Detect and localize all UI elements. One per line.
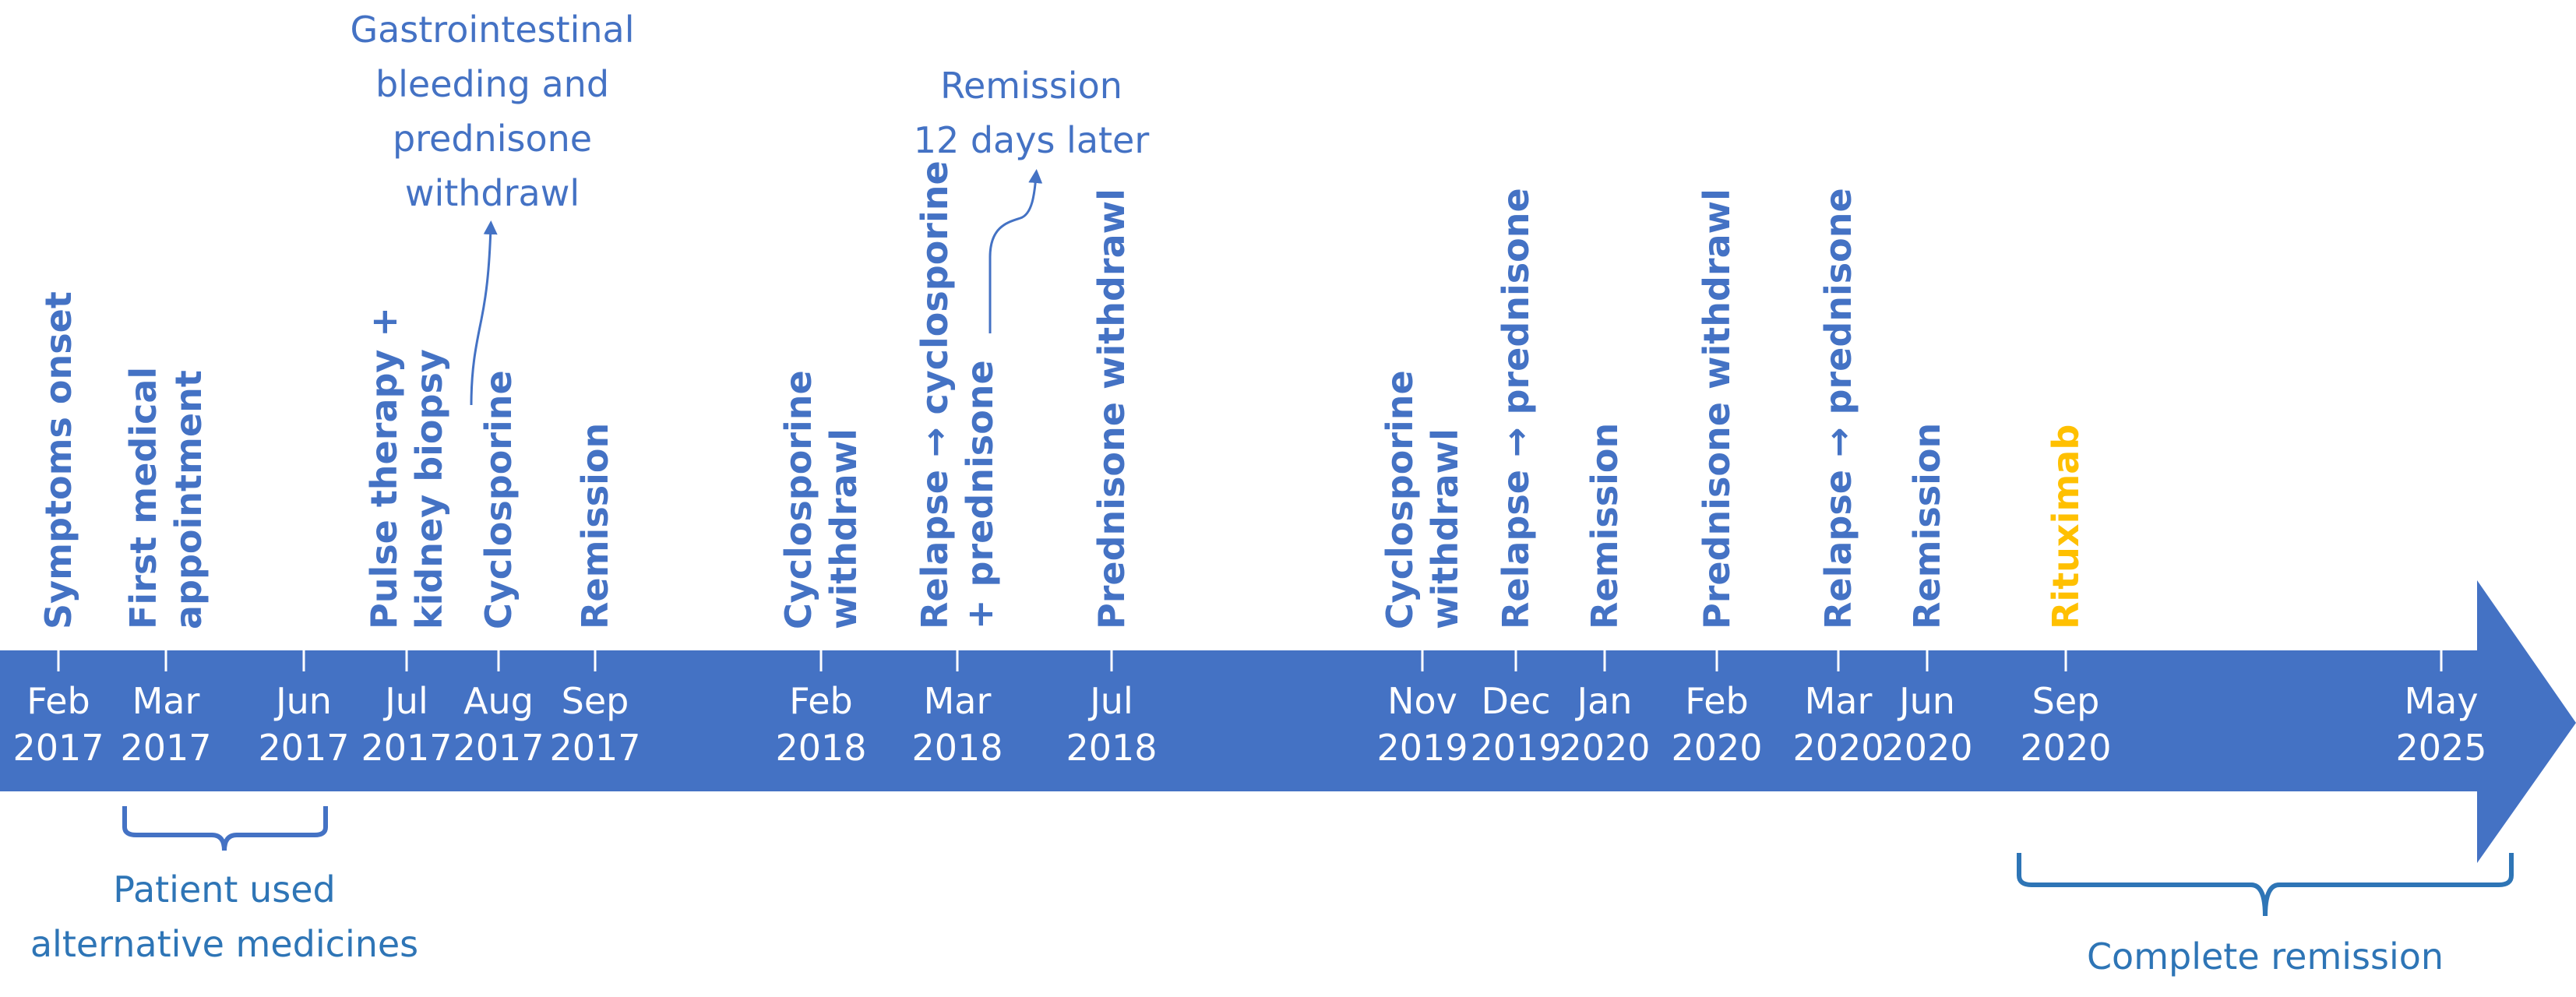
svg-text:+ prednisone: + prednisone [959,360,1001,629]
svg-text:appointment: appointment [167,370,210,629]
event-label: Cyclosporine [477,370,520,629]
svg-text:First medical: First medical [122,367,164,629]
annotation-remission-later: Remission 12 days later [914,65,1150,333]
svg-text:Relapse → prednisone: Relapse → prednisone [1495,188,1537,629]
svg-text:alternative medicines: alternative medicines [30,923,418,965]
event-label: Relapse → prednisone [1817,188,1859,629]
svg-text:withdrawl: withdrawl [823,428,865,629]
pointer-arrow [988,169,1043,333]
svg-text:Prednisone withdrawl: Prednisone withdrawl [1091,188,1133,629]
event-label: Pulse therapy +kidney biopsy [363,307,450,629]
svg-text:Relapse → prednisone: Relapse → prednisone [1817,188,1859,629]
svg-text:withdrawl: withdrawl [1424,428,1466,629]
svg-text:Relapse → cyclosporine: Relapse → cyclosporine [914,160,956,629]
svg-text:Cyclosporine: Cyclosporine [1379,370,1421,629]
svg-text:Remission: Remission [1584,423,1626,629]
event-label: Rituximab [2045,425,2087,629]
svg-text:Patient used: Patient used [113,868,335,911]
event-label: Symptoms onset [37,291,79,629]
svg-text:bleeding and: bleeding and [375,63,609,105]
svg-text:12 days later: 12 days later [914,119,1150,161]
bracket-alternative-medicines: Patient used alternative medicines [30,806,418,965]
pointer-arrow [470,220,498,406]
event-label: Prednisone withdrawl [1091,188,1133,629]
svg-text:Prednisone withdrawl: Prednisone withdrawl [1696,188,1738,629]
svg-text:Cyclosporine: Cyclosporine [477,370,520,629]
timeline-arrow [0,580,2576,863]
svg-text:Cyclosporine: Cyclosporine [777,370,819,629]
event-label: Relapse → prednisone [1495,188,1537,629]
svg-text:Remission: Remission [940,65,1122,107]
svg-text:Rituximab: Rituximab [2045,425,2087,629]
svg-text:Gastrointestinal: Gastrointestinal [350,9,634,51]
bracket-complete-remission: Complete remission [2017,853,2514,978]
svg-text:withdrawl: withdrawl [405,172,580,214]
event-label: Remission [1584,423,1626,629]
svg-text:Pulse therapy +: Pulse therapy + [363,307,405,629]
svg-text:Remission: Remission [574,423,616,629]
svg-text:Remission: Remission [1906,423,1948,629]
svg-text:Complete remission: Complete remission [2087,935,2444,978]
event-label: Remission [574,423,616,629]
svg-text:Symptoms onset: Symptoms onset [37,291,79,629]
event-label: Remission [1906,423,1948,629]
annotation-gi-bleeding: Gastrointestinal bleeding and prednisone wi… [350,9,635,406]
event-label: Prednisone withdrawl [1696,188,1738,629]
svg-text:prednisone: prednisone [393,118,592,160]
event-label: Relapse → cyclosporine+ prednisone [914,160,1001,629]
svg-text:kidney biopsy: kidney biopsy [408,349,450,629]
